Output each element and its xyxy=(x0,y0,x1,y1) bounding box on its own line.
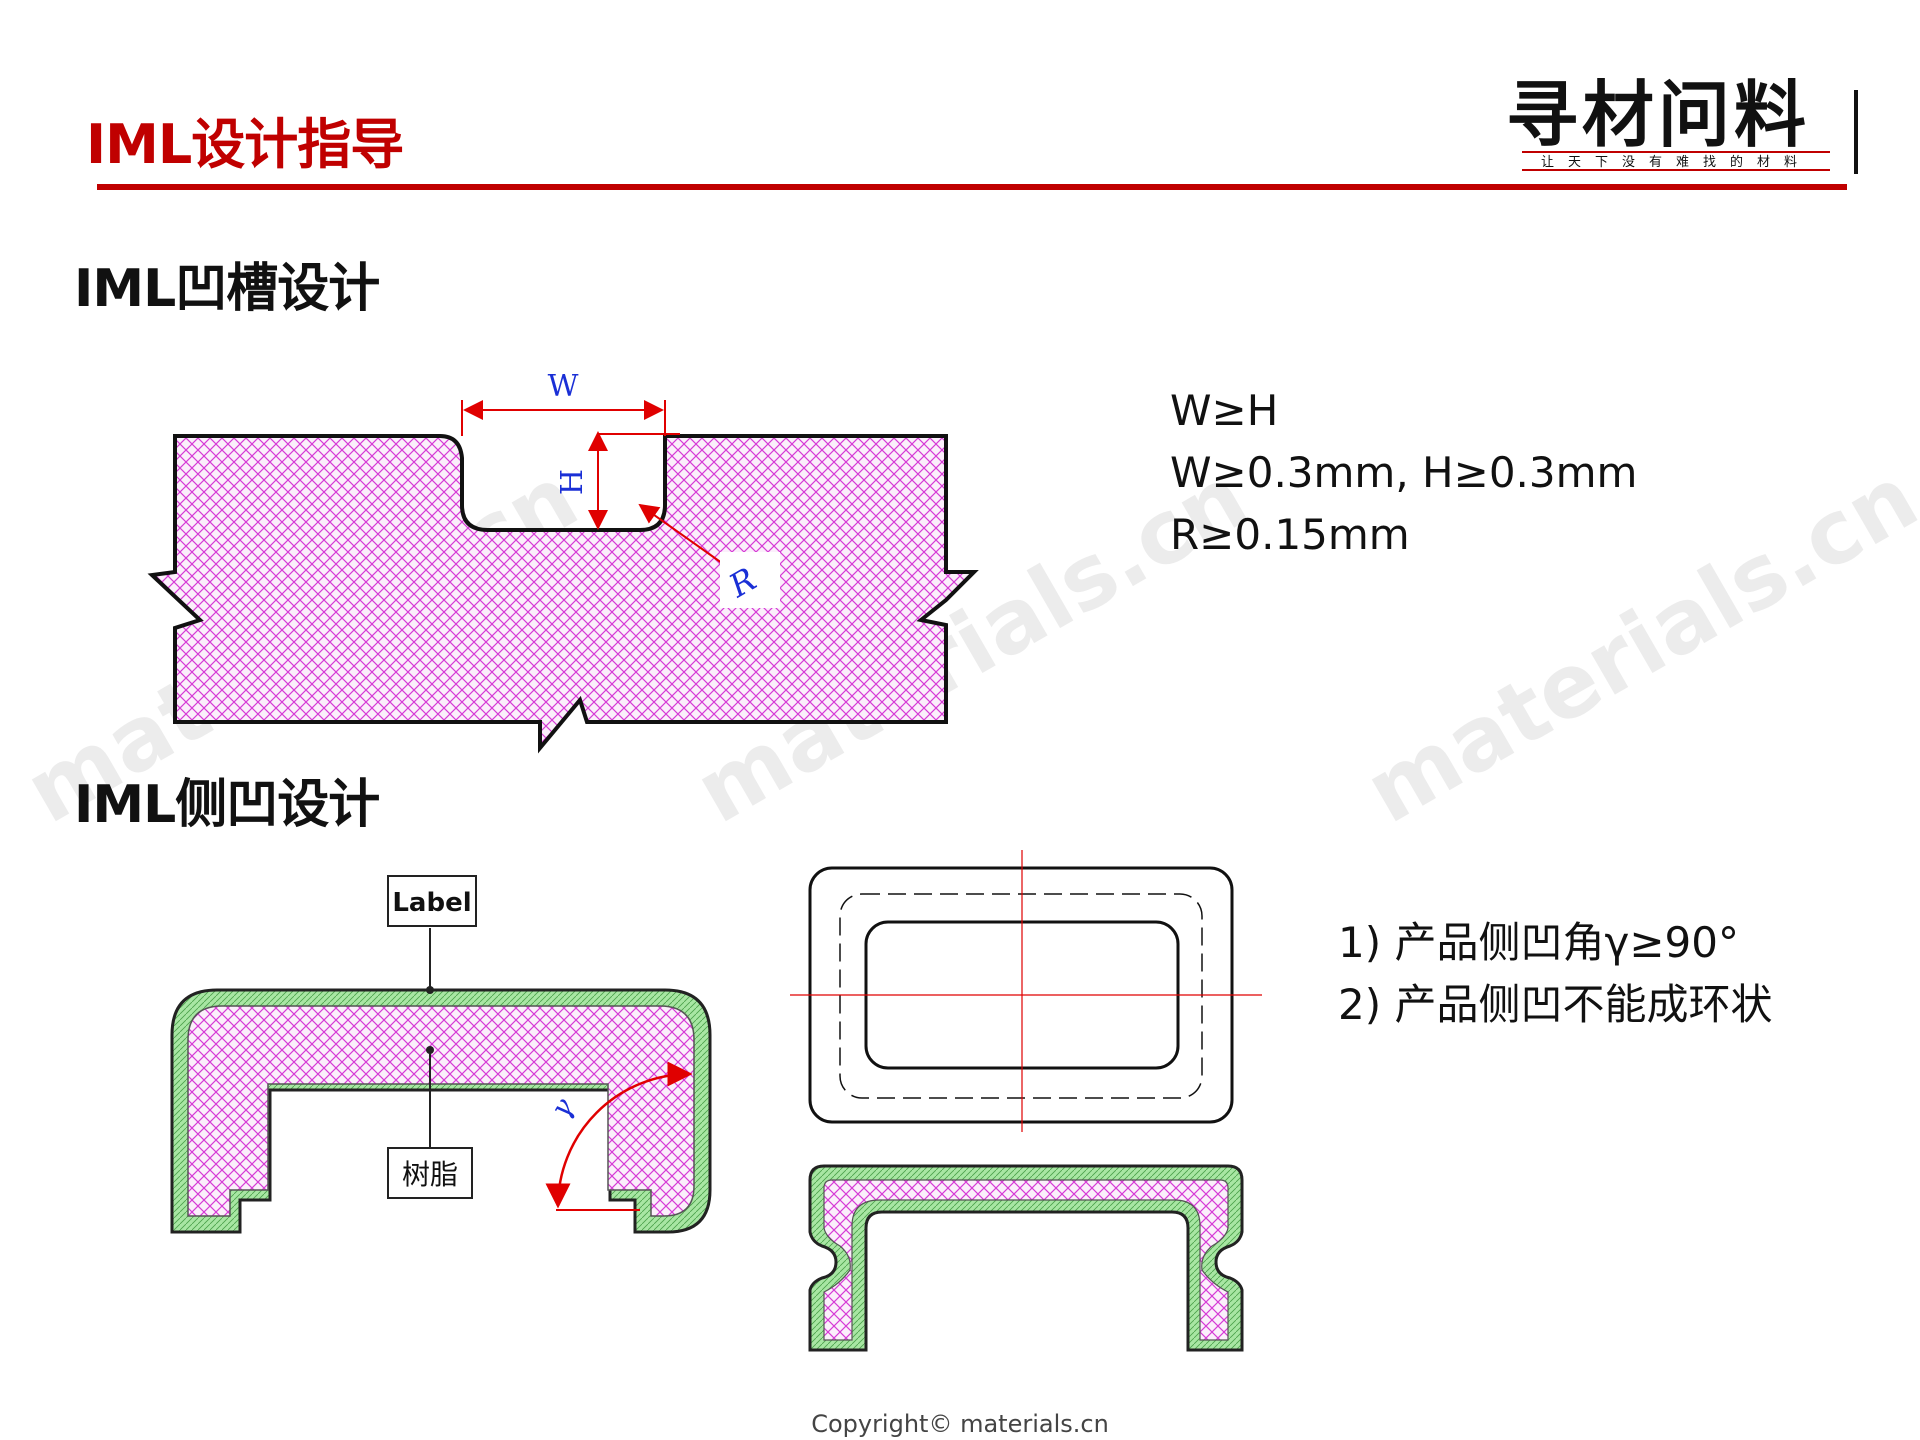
logo-text: 寻材问料 xyxy=(1506,72,1810,157)
undercut-plan-view xyxy=(790,850,1262,1132)
undercut-section-view xyxy=(808,1164,1244,1352)
title-divider xyxy=(97,184,1847,190)
undercut-cross-section: Label 树脂 γ xyxy=(170,875,712,1234)
undercut-spec-item: 1) 产品侧凹角γ≥90° xyxy=(1338,918,1739,967)
undercut-angle-arc xyxy=(545,1061,693,1209)
undercut-section-heading: IML侧凹设计 xyxy=(74,775,380,835)
logo-slogan: 让天下没有难找的材料 xyxy=(1541,154,1811,170)
undercut-spec-list: 1) 产品侧凹角γ≥90° 2) 产品侧凹不能成环状 xyxy=(1338,912,1772,1036)
h-label: H xyxy=(555,469,590,495)
undercut-spec-item: 2) 产品侧凹不能成环状 xyxy=(1338,980,1773,1029)
brand-logo: 寻材问料 让天下没有难找的材料 xyxy=(1506,72,1858,174)
resin-callout: 树脂 xyxy=(402,1158,458,1191)
copyright-footer: Copyright© materials.cn xyxy=(811,1410,1109,1438)
groove-part-profile xyxy=(147,434,979,754)
groove-cross-section: W H R xyxy=(147,369,979,754)
groove-spec-item: W≥H xyxy=(1170,386,1279,435)
page-title: IML设计指导 xyxy=(86,113,404,176)
groove-spec-item: R≥0.15mm xyxy=(1170,510,1410,559)
gamma-label: γ xyxy=(543,1092,580,1123)
groove-section-heading: IML凹槽设计 xyxy=(74,259,380,319)
groove-spec-list: W≥H W≥0.3mm, H≥0.3mm R≥0.15mm xyxy=(1170,380,1637,566)
label-callout: Label xyxy=(392,888,471,918)
groove-spec-item: W≥0.3mm, H≥0.3mm xyxy=(1170,448,1638,497)
w-label: W xyxy=(548,369,579,404)
